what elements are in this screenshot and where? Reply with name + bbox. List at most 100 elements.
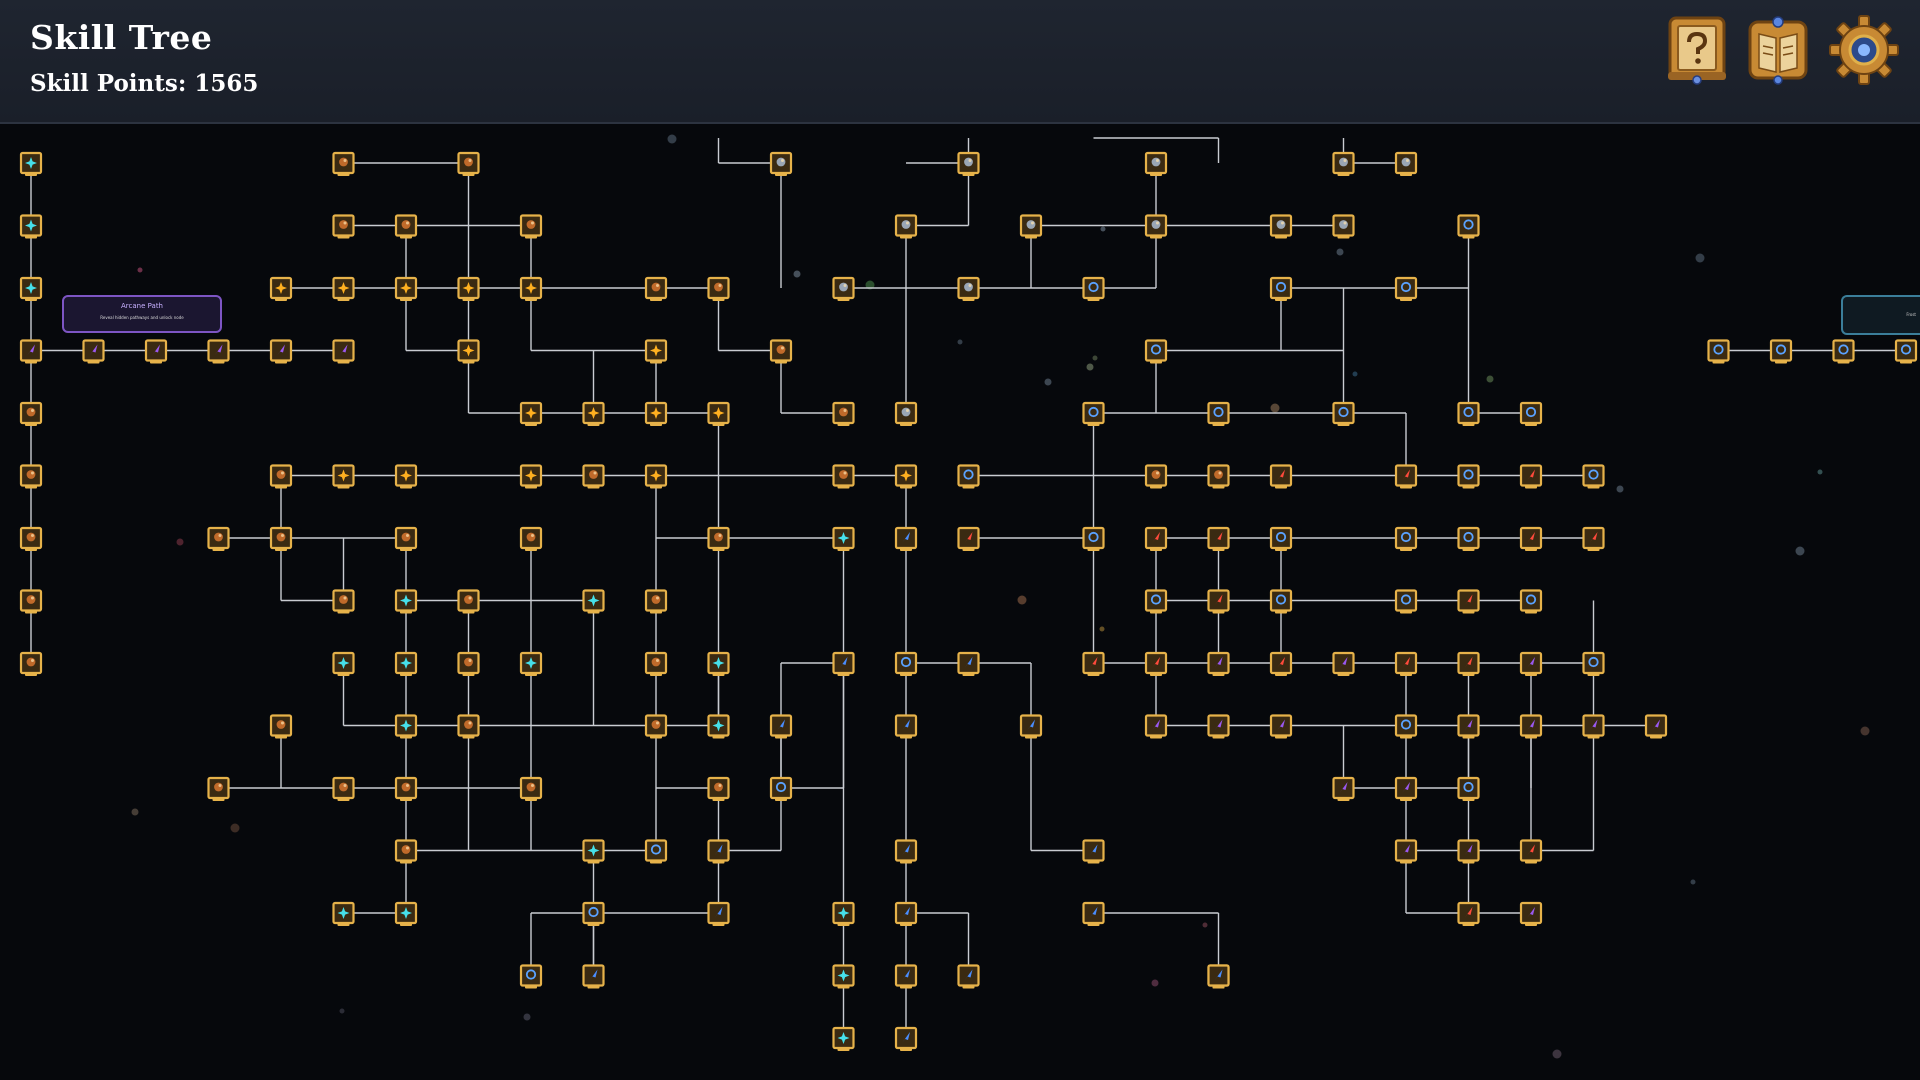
- skill-node-ring[interactable]: [1144, 339, 1168, 364]
- skill-node-cyan[interactable]: [394, 651, 418, 676]
- skill-node-fire[interactable]: [519, 276, 543, 301]
- skill-node-fire[interactable]: [394, 464, 418, 489]
- skill-node-brown[interactable]: [582, 464, 605, 489]
- skill-node-ring[interactable]: [957, 464, 980, 489]
- skill-node-purple[interactable]: [1394, 776, 1418, 801]
- skill-node-brown[interactable]: [394, 214, 418, 239]
- skill-node-brown[interactable]: [707, 276, 730, 301]
- skill-node-fire[interactable]: [582, 401, 605, 426]
- skill-node-brown[interactable]: [269, 714, 293, 739]
- skill-node-brown[interactable]: [19, 651, 43, 676]
- skill-node-purple[interactable]: [1394, 839, 1418, 864]
- skill-node-ring[interactable]: [1894, 339, 1918, 364]
- skill-node-blue[interactable]: [707, 901, 730, 926]
- skill-node-blue[interactable]: [894, 526, 918, 551]
- skill-node-brown[interactable]: [457, 714, 480, 739]
- skill-node-ring[interactable]: [1457, 464, 1480, 489]
- skill-node-red[interactable]: [1457, 901, 1480, 926]
- skill-node-brown[interactable]: [394, 526, 418, 551]
- skill-node-red[interactable]: [1519, 839, 1543, 864]
- skill-node-cyan[interactable]: [332, 901, 355, 926]
- skill-node-gray[interactable]: [769, 151, 793, 176]
- skill-node-cyan[interactable]: [394, 589, 418, 614]
- skill-node-red[interactable]: [1207, 526, 1230, 551]
- skill-node-brown[interactable]: [394, 839, 418, 864]
- skill-node-gray[interactable]: [1394, 151, 1418, 176]
- skill-node-cyan[interactable]: [519, 651, 543, 676]
- skill-node-ring[interactable]: [1769, 339, 1793, 364]
- skill-node-fire[interactable]: [894, 464, 918, 489]
- skill-node-cyan[interactable]: [832, 901, 855, 926]
- book-button[interactable]: [1745, 14, 1811, 86]
- skill-node-cyan[interactable]: [19, 151, 43, 176]
- skill-node-purple[interactable]: [1207, 714, 1230, 739]
- skill-node-gray[interactable]: [894, 214, 918, 239]
- skill-node-blue[interactable]: [582, 964, 605, 989]
- skill-node-brown[interactable]: [519, 526, 543, 551]
- skill-node-ring[interactable]: [1394, 589, 1418, 614]
- skill-node-purple[interactable]: [269, 339, 293, 364]
- skill-node-ring[interactable]: [1082, 401, 1105, 426]
- skill-node-brown[interactable]: [332, 151, 355, 176]
- skill-node-fire[interactable]: [519, 401, 543, 426]
- skill-node-ring[interactable]: [1332, 401, 1355, 426]
- skill-node-brown[interactable]: [457, 651, 480, 676]
- skill-node-red[interactable]: [1457, 589, 1480, 614]
- skill-node-gray[interactable]: [1332, 151, 1355, 176]
- skill-node-brown[interactable]: [769, 339, 793, 364]
- skill-node-ring[interactable]: [1394, 714, 1418, 739]
- skill-node-ring[interactable]: [894, 651, 918, 676]
- skill-node-brown[interactable]: [457, 151, 480, 176]
- skill-node-purple[interactable]: [1644, 714, 1668, 739]
- skill-node-ring[interactable]: [1582, 651, 1605, 676]
- skill-node-cyan[interactable]: [832, 1026, 855, 1051]
- skill-node-brown[interactable]: [519, 214, 543, 239]
- skill-node-red[interactable]: [1457, 651, 1480, 676]
- skill-node-blue[interactable]: [957, 964, 980, 989]
- skill-node-brown[interactable]: [519, 776, 543, 801]
- skill-node-purple[interactable]: [1582, 714, 1605, 739]
- skill-node-purple[interactable]: [1332, 651, 1355, 676]
- skill-node-brown[interactable]: [207, 776, 230, 801]
- skill-node-gray[interactable]: [957, 151, 980, 176]
- skill-node-fire[interactable]: [707, 401, 730, 426]
- skill-node-gray[interactable]: [1144, 151, 1168, 176]
- skill-node-blue[interactable]: [894, 714, 918, 739]
- skill-node-blue[interactable]: [707, 839, 730, 864]
- skill-node-cyan[interactable]: [332, 651, 355, 676]
- skill-node-ring[interactable]: [1519, 589, 1543, 614]
- skill-node-blue[interactable]: [894, 1026, 918, 1051]
- skill-node-brown[interactable]: [832, 464, 855, 489]
- skill-node-ring[interactable]: [1394, 526, 1418, 551]
- skill-node-brown[interactable]: [332, 589, 355, 614]
- skill-node-brown[interactable]: [269, 464, 293, 489]
- skill-node-purple[interactable]: [1457, 839, 1480, 864]
- skill-node-cyan[interactable]: [394, 714, 418, 739]
- skill-node-blue[interactable]: [769, 714, 793, 739]
- skill-node-ring[interactable]: [1707, 339, 1730, 364]
- skill-node-gray[interactable]: [957, 276, 980, 301]
- skill-node-red[interactable]: [957, 526, 980, 551]
- skill-node-fire[interactable]: [394, 276, 418, 301]
- skill-node-brown[interactable]: [644, 589, 668, 614]
- skill-node-brown[interactable]: [457, 589, 480, 614]
- skill-node-purple[interactable]: [207, 339, 230, 364]
- skill-node-ring[interactable]: [1457, 214, 1480, 239]
- skill-node-purple[interactable]: [1519, 714, 1543, 739]
- skill-node-gray[interactable]: [1332, 214, 1355, 239]
- skill-node-purple[interactable]: [19, 339, 43, 364]
- skill-node-ring[interactable]: [1457, 526, 1480, 551]
- skill-node-brown[interactable]: [644, 714, 668, 739]
- skill-node-ring[interactable]: [1457, 776, 1480, 801]
- skill-node-ring[interactable]: [1269, 526, 1293, 551]
- skill-node-brown[interactable]: [19, 401, 43, 426]
- skill-node-brown[interactable]: [19, 464, 43, 489]
- skill-node-red[interactable]: [1394, 651, 1418, 676]
- skill-node-brown[interactable]: [832, 401, 855, 426]
- skill-node-ring[interactable]: [1832, 339, 1855, 364]
- skill-node-blue[interactable]: [1082, 901, 1105, 926]
- skill-node-cyan[interactable]: [707, 714, 730, 739]
- skill-node-red[interactable]: [1144, 526, 1168, 551]
- skill-node-brown[interactable]: [707, 776, 730, 801]
- skill-node-blue[interactable]: [894, 839, 918, 864]
